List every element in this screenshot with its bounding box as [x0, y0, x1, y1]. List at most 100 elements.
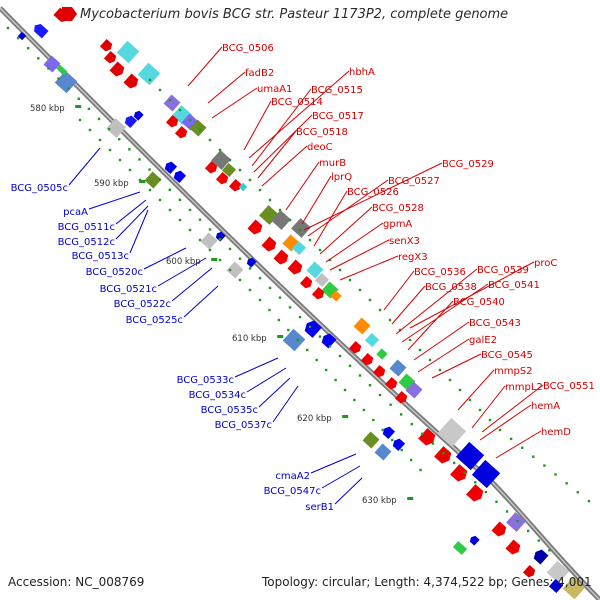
forward-gene-arrow [522, 564, 536, 578]
track-dot [228, 158, 232, 162]
track-dot [238, 168, 242, 172]
track-dot [67, 87, 70, 90]
feature-block [106, 118, 126, 138]
gene-label-forward[interactable]: BCG_0540 [453, 297, 505, 308]
gene-label-reverse[interactable]: BCG_0535c [201, 405, 258, 416]
track-dot [228, 247, 232, 251]
forward-gene-arrow [109, 61, 125, 77]
track-dot [537, 539, 541, 542]
gene-label-forward[interactable]: regX3 [398, 252, 428, 263]
gene-label-reverse[interactable]: BCG_0513c [72, 251, 129, 262]
gene-label-forward[interactable]: BCG_0536 [414, 267, 466, 278]
label-connector [248, 70, 350, 159]
forward-gene-arrow [99, 38, 113, 52]
gene-label-forward[interactable]: BCG_0538 [425, 282, 477, 293]
gene-label-forward[interactable]: mmpS2 [494, 366, 533, 377]
gene-label-reverse[interactable]: BCG_0537c [215, 420, 272, 431]
gene-label-forward[interactable]: BCG_0529 [442, 159, 494, 170]
gene-label-reverse[interactable]: serB1 [305, 502, 334, 513]
gene-label-forward[interactable]: BCG_0517 [312, 111, 364, 122]
gene-label-reverse[interactable]: BCG_0522c [114, 299, 171, 310]
track-dot [47, 67, 50, 70]
gene-label-forward[interactable]: hemD [541, 427, 571, 438]
gene-label-forward[interactable]: BCG_0515 [311, 85, 363, 96]
gene-label-forward[interactable]: BCG_0539 [477, 265, 529, 276]
forward-gene-arrow [311, 286, 325, 300]
gene-label-reverse[interactable]: BCG_0547c [264, 486, 321, 497]
feature-block [163, 94, 181, 112]
track-dot [258, 276, 262, 280]
track-dot [442, 452, 445, 455]
gene-label-reverse[interactable]: BCG_0511c [58, 222, 115, 233]
gene-label-forward[interactable]: BCG_0551 [543, 381, 595, 392]
gene-label-forward[interactable]: lprQ [331, 172, 352, 183]
track-dot [258, 188, 262, 192]
track-dot [178, 108, 182, 112]
gene-label-forward[interactable]: BCG_0514 [271, 97, 323, 108]
track-dot [188, 228, 192, 232]
gene-label-forward[interactable]: deoC [307, 142, 333, 153]
gene-label-reverse[interactable]: cmaA2 [275, 471, 310, 482]
track-dot [587, 499, 591, 503]
reverse-gene-arrow [533, 549, 549, 565]
gene-label-reverse[interactable]: BCG_0534c [189, 390, 246, 401]
track-dot [516, 519, 519, 523]
track-dot [78, 118, 82, 122]
track-dot [188, 208, 192, 212]
gene-label-reverse[interactable]: BCG_0525c [126, 315, 183, 326]
track-dot [348, 278, 352, 282]
gene-label-reverse[interactable]: BCG_0512c [58, 237, 115, 248]
gene-label-reverse[interactable]: BCG_0533c [177, 375, 234, 386]
track-dot [389, 403, 392, 406]
title-icon-group [62, 7, 77, 21]
gene-label-reverse[interactable]: BCG_0520c [86, 267, 143, 278]
gene-label-forward[interactable]: BCG_0518 [296, 127, 348, 138]
label-connector [253, 114, 313, 173]
forward-gene-arrow [505, 539, 521, 555]
gene-label-forward[interactable]: fadB2 [245, 68, 274, 79]
gene-label-forward[interactable]: BCG_0527 [388, 176, 440, 187]
track-dot [158, 88, 162, 92]
feature-block [548, 578, 564, 594]
track-dot [378, 308, 382, 312]
forward-gene-arrow [348, 340, 362, 354]
reverse-gene-arrow [34, 23, 49, 39]
gene-label-forward[interactable]: proC [534, 258, 557, 269]
reverse-gene-arrow [133, 110, 144, 121]
gene-label-forward[interactable]: BCG_0506 [222, 43, 274, 54]
feature-block [376, 348, 388, 360]
gene-label-forward[interactable]: BCG_0526 [347, 187, 399, 198]
feature-block [189, 119, 207, 137]
gene-label-forward[interactable]: BCG_0543 [469, 318, 521, 329]
gene-label-forward[interactable]: murB [319, 158, 346, 169]
gene-label-forward[interactable]: gpmA [383, 219, 412, 230]
gene-label-reverse[interactable]: BCG_0521c [100, 284, 157, 295]
track-dot [118, 138, 121, 141]
gene-label-reverse[interactable]: pcaA [63, 207, 88, 218]
gene-label-reverse[interactable]: BCG_0505c [11, 183, 68, 194]
label-connector [243, 100, 272, 151]
track-dot [348, 364, 352, 367]
track-dot [448, 378, 452, 382]
gene-label-forward[interactable]: senX3 [389, 236, 420, 247]
gene-label-forward[interactable]: umaA1 [257, 84, 292, 95]
label-connector [339, 255, 399, 281]
track-dot [495, 500, 498, 503]
track-dot [452, 461, 456, 465]
gene-label-forward[interactable]: hbhA [349, 67, 375, 78]
gene-label-forward[interactable]: BCG_0541 [488, 280, 540, 291]
scale-tick-label: 600 kbp [166, 257, 201, 267]
gene-label-forward[interactable]: BCG_0528 [372, 203, 424, 214]
track-dot [148, 188, 152, 192]
gene-label-forward[interactable]: hemA [531, 401, 560, 412]
track-dot [308, 325, 312, 329]
label-connector [234, 357, 279, 378]
forward-gene-arrow [103, 50, 117, 64]
forward-gene-arrow [360, 352, 374, 366]
gene-label-forward[interactable]: mmpL2 [505, 382, 543, 393]
track-dot [548, 549, 551, 552]
label-connector [157, 257, 207, 287]
gene-label-forward[interactable]: galE2 [469, 335, 497, 346]
track-dot [278, 296, 282, 299]
gene-label-forward[interactable]: BCG_0545 [481, 350, 533, 361]
